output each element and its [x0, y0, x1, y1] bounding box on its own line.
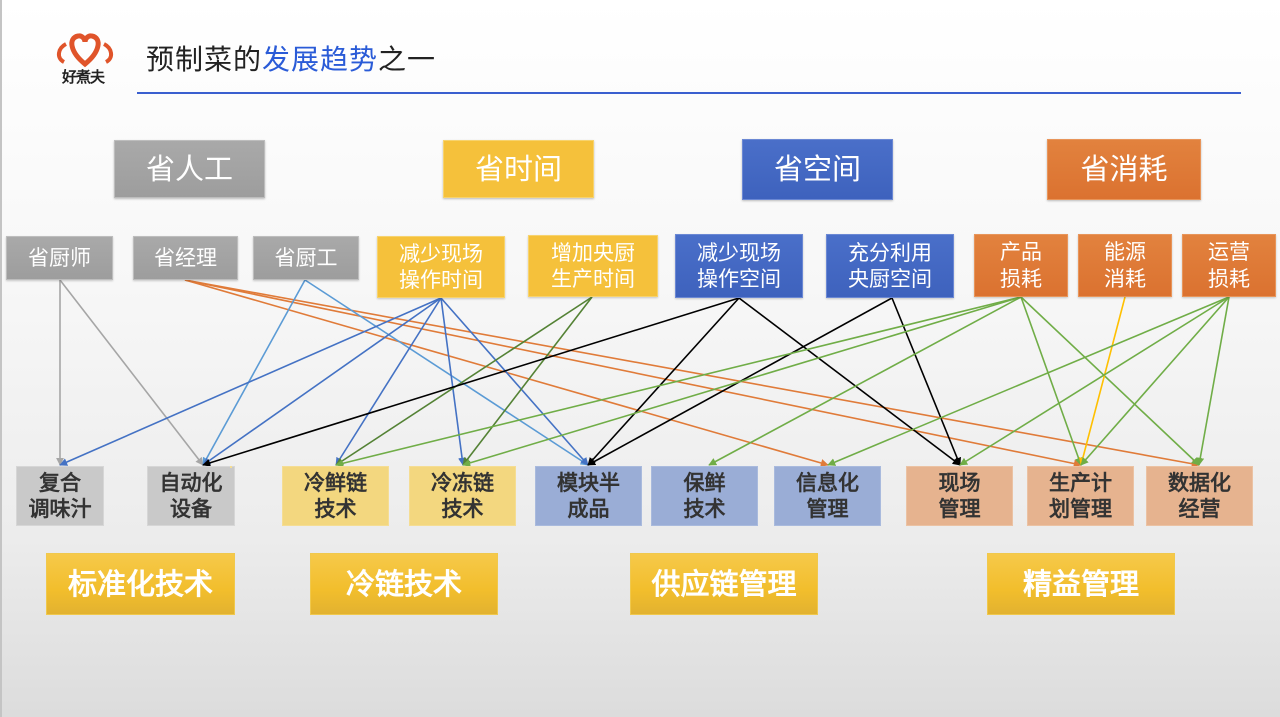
- connector-c3-to-site: [959, 296, 1230, 466]
- result-chilled-chain: 冷鲜链 技术: [282, 466, 389, 526]
- connector-worker-to-module: [304, 279, 589, 466]
- connector-t1-to-fresh: [335, 297, 442, 466]
- category-save-space: 省空间: [742, 139, 893, 200]
- result-data-operation: 数据化 经营: [1146, 466, 1253, 526]
- connector-t1-to-sauce: [59, 297, 442, 466]
- sub-save-worker: 省厨工: [253, 236, 359, 280]
- title-prefix: 预制菜的: [146, 43, 263, 76]
- sub-reduce-onsite-time: 减少现场 操作时间: [377, 236, 505, 298]
- connector-manager-to-data: [184, 279, 1200, 468]
- sub-operation-loss: 运营 损耗: [1182, 234, 1276, 297]
- title-highlight: 发展趋势: [262, 43, 379, 76]
- sub-save-chef: 省厨师: [6, 236, 113, 280]
- connector-s1-to-site: [738, 297, 961, 466]
- sub-energy-consumption: 能源 消耗: [1078, 234, 1172, 297]
- result-modular-semi-finished: 模块半 成品: [535, 466, 642, 526]
- page-title: 预制菜的发展趋势之一: [146, 38, 436, 78]
- result-site-management: 现场 管理: [906, 466, 1013, 526]
- category-save-consumption: 省消耗: [1047, 139, 1201, 200]
- connector-manager-to-info: [184, 279, 829, 467]
- group-lean-management: 精益管理: [987, 553, 1175, 615]
- connector-c1-to-frozen: [462, 296, 1022, 467]
- sub-reduce-onsite-space: 减少现场 操作空间: [675, 234, 803, 298]
- group-standardization-tech: 标准化技术: [46, 553, 235, 615]
- group-supply-chain-management: 供应链管理: [630, 553, 818, 615]
- result-frozen-chain: 冷冻链 技术: [409, 466, 516, 526]
- sub-product-loss: 产品 损耗: [974, 234, 1068, 297]
- connector-c1-to-fresh: [335, 296, 1022, 468]
- group-cold-chain-tech: 冷链技术: [310, 553, 498, 615]
- connector-c1-to-plan: [1020, 296, 1083, 466]
- result-preservation-tech: 保鲜 技术: [651, 466, 758, 526]
- sub-save-manager: 省经理: [133, 236, 238, 280]
- connector-c2-to-plan: [1078, 296, 1126, 466]
- title-suffix: 之一: [378, 43, 437, 76]
- connector-c3-to-plan: [1080, 296, 1230, 466]
- connector-manager-to-plan: [184, 279, 1082, 468]
- connector-t1-to-frozen: [440, 297, 467, 466]
- result-production-planning: 生产计 划管理: [1027, 466, 1134, 526]
- connector-t1-to-auto: [202, 297, 442, 466]
- connector-s1-to-auto: [202, 297, 740, 467]
- sub-increase-kitchen-time: 增加央厨 生产时间: [528, 235, 658, 297]
- connector-c3-to-info: [827, 296, 1230, 466]
- connector-worker-to-auto: [202, 279, 306, 466]
- sub-use-kitchen-space: 充分利用 央厨空间: [826, 234, 954, 298]
- title-underline-rule: [137, 92, 1241, 94]
- logo-brand-text: 好煮夫: [62, 68, 105, 86]
- slide-left-edge: [0, 0, 2, 717]
- connector-s2-to-module: [587, 297, 893, 466]
- connector-c1-to-preserve: [708, 296, 1022, 466]
- connector-c3-to-data: [1196, 296, 1230, 466]
- result-info-management: 信息化 管理: [774, 466, 881, 526]
- connector-t1-to-module: [440, 297, 589, 466]
- connector-t2-to-frozen: [462, 296, 593, 466]
- connector-chef-to-auto: [59, 279, 204, 466]
- category-save-labor: 省人工: [114, 140, 265, 198]
- connector-t2-to-fresh: [335, 296, 593, 466]
- result-compound-sauce: 复合 调味汁: [16, 466, 104, 526]
- connector-c1-to-data: [1020, 296, 1200, 466]
- connector-s1-to-module: [587, 297, 740, 466]
- connector-s2-to-site: [891, 297, 961, 466]
- category-save-time: 省时间: [443, 140, 594, 198]
- result-automation-equipment: 自动化 设备: [147, 466, 235, 526]
- heart-flower-logo-icon: [57, 33, 113, 68]
- spacer: [230, 466, 232, 468]
